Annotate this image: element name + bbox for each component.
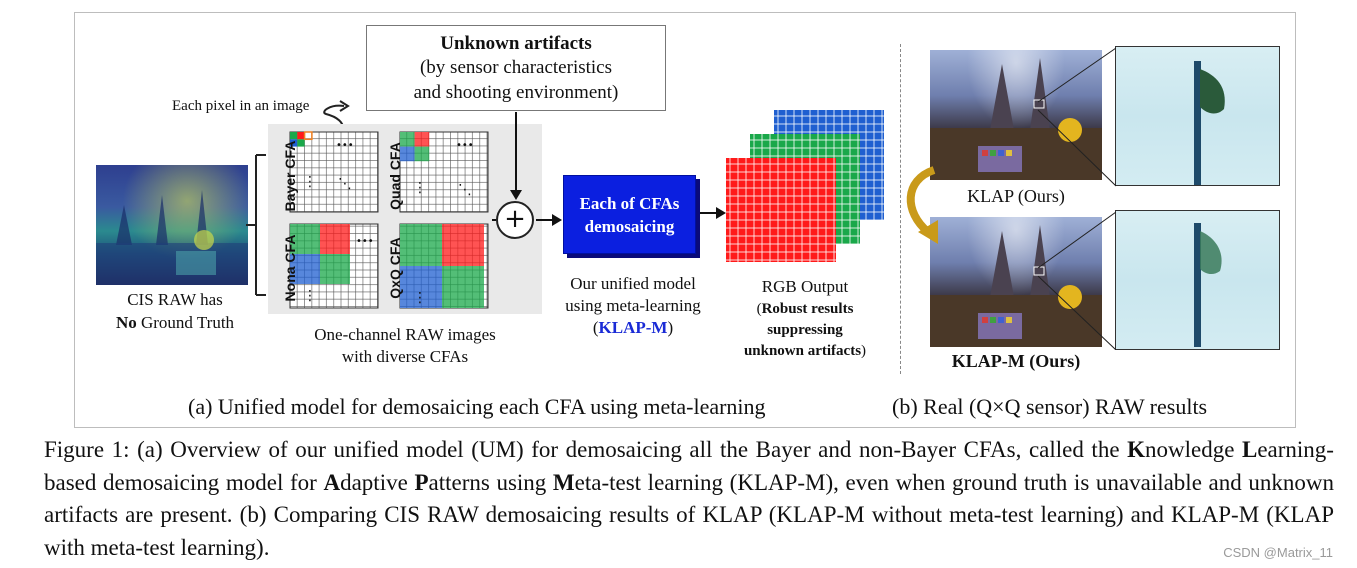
bracket-connector <box>246 154 266 296</box>
panel-divider <box>900 44 901 374</box>
subcaption-a: (a) Unified model for demosaicing each C… <box>188 394 766 419</box>
nona-dots-h: ••• <box>356 236 374 247</box>
klapm-zoom-flag <box>1194 223 1222 347</box>
quad-dots-h: ••• <box>456 140 474 151</box>
pixel-note: Each pixel in an image <box>172 98 310 114</box>
nona-dots-v: ⋮ <box>303 288 317 304</box>
klap-result-image <box>930 50 1102 180</box>
unknown-line1: (by sensor characteristics <box>419 57 613 78</box>
demosaicing-box: Each of CFAs demosaicing <box>563 175 696 254</box>
quad-cfa-label: Quad CFA <box>387 142 403 210</box>
rgb-red-layer <box>726 158 836 262</box>
raw-image <box>96 165 248 285</box>
klap-m-name: KLAP-M <box>598 318 668 337</box>
quad-dots-v: ⋮ <box>413 180 427 196</box>
klapm-zoom-panel <box>1115 210 1280 350</box>
subcaption-b: (b) Real (Q×Q sensor) RAW results <box>892 394 1208 419</box>
cfa-caption: One-channel RAW images with diverse CFAs <box>314 325 496 366</box>
rgb-output-stack <box>726 110 884 262</box>
nona-cfa-label: Nona CFA <box>282 234 298 302</box>
bayer-dots-v: ⋮ <box>303 174 317 190</box>
figure-frame <box>74 12 1296 428</box>
model-caption: Our unified model using meta-learning (K… <box>565 274 701 337</box>
klap-zoom-flag <box>1194 61 1225 185</box>
klapm-result-image <box>930 217 1102 347</box>
bayer-dots-d: ⋱ <box>338 176 352 192</box>
klap-scene <box>930 58 1102 180</box>
zoom-leader-lines <box>1037 47 1116 350</box>
raw-caption: CIS RAW has No Ground Truth <box>115 290 235 332</box>
bayer-dots-h: ••• <box>336 140 354 151</box>
output-arrow-icon <box>698 207 726 219</box>
arrow-icon <box>492 112 562 226</box>
klapm-label: KLAP-M (Ours) <box>951 351 1081 371</box>
unknown-title: Unknown artifacts <box>440 33 592 54</box>
klap-zoom-panel <box>1115 46 1280 186</box>
klap-label: KLAP (Ours) <box>967 186 1065 206</box>
gold-curved-arrow-icon <box>906 166 938 244</box>
raw-image-scene <box>96 190 248 285</box>
watermark: CSDN @Matrix_11 <box>1223 545 1333 560</box>
plus-circle-icon: + <box>496 201 534 239</box>
unknown-line2: and shooting environment) <box>413 82 619 103</box>
rgb-caption: RGB Output (Robust results suppressing u… <box>743 277 867 359</box>
klapm-scene <box>930 225 1102 347</box>
bayer-cfa-grid <box>289 131 379 213</box>
qxq-cfa-label: QxQ CFA <box>387 237 403 299</box>
figure-caption: Figure 1: (a) Overview of our unified mo… <box>44 437 1334 560</box>
cfa-grids <box>289 131 489 309</box>
unknown-artifacts-box: Unknown artifacts (by sensor characteris… <box>366 25 666 111</box>
qxq-dots-v: ⋮ <box>413 290 427 306</box>
quad-dots-d: ⋱ <box>458 182 472 198</box>
bayer-cfa-label: Bayer CFA <box>282 140 298 212</box>
